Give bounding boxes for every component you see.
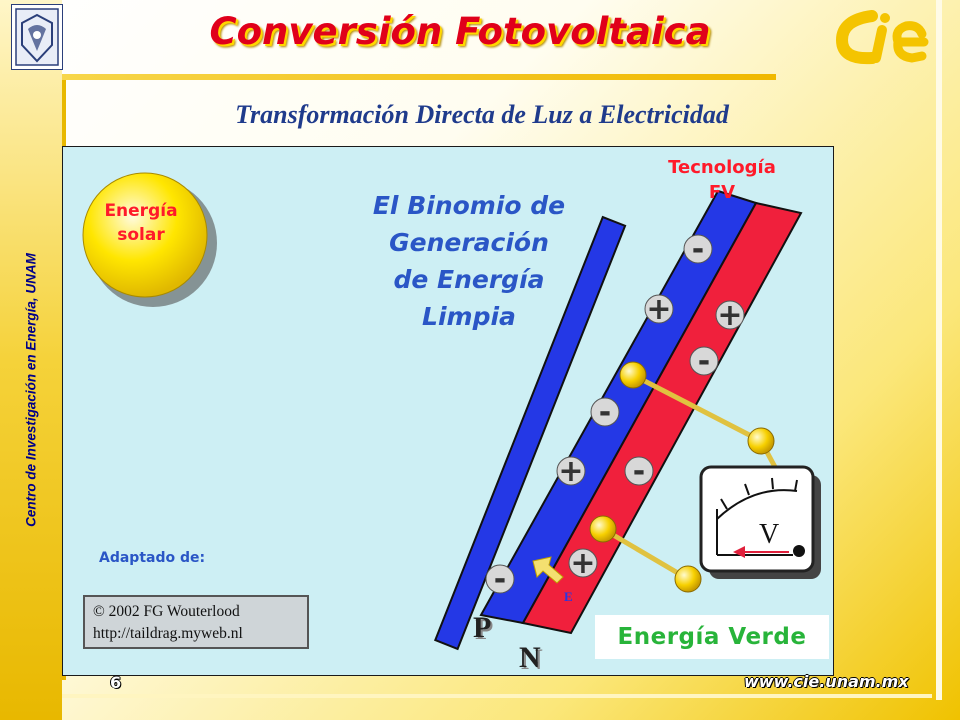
footer-rule: [62, 694, 932, 698]
green-energy-label: Energía Verde: [595, 615, 829, 659]
electron-arrow: [532, 556, 564, 584]
charge-p-2: +: [644, 292, 674, 327]
sun: [82, 172, 208, 298]
wire-bottom: [601, 526, 690, 582]
sidebar-band: Centro de Investigación en Energía, UNAM: [0, 0, 62, 720]
charge-n-3: -: [624, 454, 654, 489]
n-layer-label: N: [519, 641, 541, 674]
sun-label: Energía solar: [104, 201, 178, 245]
right-divider: [936, 0, 942, 700]
contact-bottom-cell: [589, 515, 617, 543]
credit-box: © 2002 FG Wouterlood http://taildrag.myw…: [83, 595, 309, 649]
title-underline: [62, 74, 776, 80]
adapted-from-label: Adaptado de:: [99, 550, 206, 566]
svg-text:-: -: [633, 454, 645, 489]
sidebar-institution-text: Centro de Investigación en Energía, UNAM: [23, 253, 39, 527]
website-url[interactable]: www.cie.unam.mx: [744, 672, 909, 691]
contact-top-meter: [747, 427, 775, 455]
pv-diagram-graphic: - + - + - + - - +: [82, 172, 821, 651]
svg-text:-: -: [494, 562, 506, 597]
charge-p-1: -: [683, 232, 713, 267]
charge-n-1: +: [715, 298, 745, 333]
charge-p-5: -: [485, 562, 515, 597]
charge-p-3: -: [590, 395, 620, 430]
technology-label: Tecnología FV: [668, 157, 776, 203]
voltmeter-scale: [716, 489, 798, 520]
cie-logo: [832, 6, 932, 68]
electron-label: E: [564, 589, 573, 604]
p-layer-label: P: [473, 611, 492, 644]
svg-text:+: +: [717, 298, 742, 333]
svg-text:-: -: [698, 344, 710, 379]
page-number: 6: [110, 673, 122, 692]
charge-n-2: -: [689, 344, 719, 379]
pv-diagram-panel: - + - + - + - - +: [62, 146, 834, 676]
unam-logo: [11, 4, 63, 70]
binomio-text: El Binomio de Generación de Energía Limp…: [372, 191, 566, 331]
contact-bottom-meter: [674, 565, 702, 593]
svg-text:-: -: [599, 395, 611, 430]
wire-top: [631, 372, 763, 444]
svg-text:+: +: [558, 454, 583, 489]
p-layer: [433, 215, 627, 651]
voltmeter-label: V: [759, 519, 780, 550]
credit-line-1: © 2002 FG Wouterlood: [93, 603, 240, 620]
svg-text:-: -: [692, 232, 704, 267]
svg-text:+: +: [646, 292, 671, 327]
credit-line-2: http://taildrag.myweb.nl: [93, 625, 243, 642]
contact-top-cell: [619, 361, 647, 389]
page-subtitle: Transformación Directa de Luz a Electric…: [235, 100, 729, 129]
charge-p-4: +: [556, 454, 586, 489]
voltmeter-terminal: [793, 545, 805, 557]
svg-text:+: +: [570, 546, 595, 581]
page-title: Conversión Fotovoltaica: [209, 10, 711, 53]
charge-n-4: +: [568, 546, 598, 581]
voltmeter: [699, 465, 815, 573]
